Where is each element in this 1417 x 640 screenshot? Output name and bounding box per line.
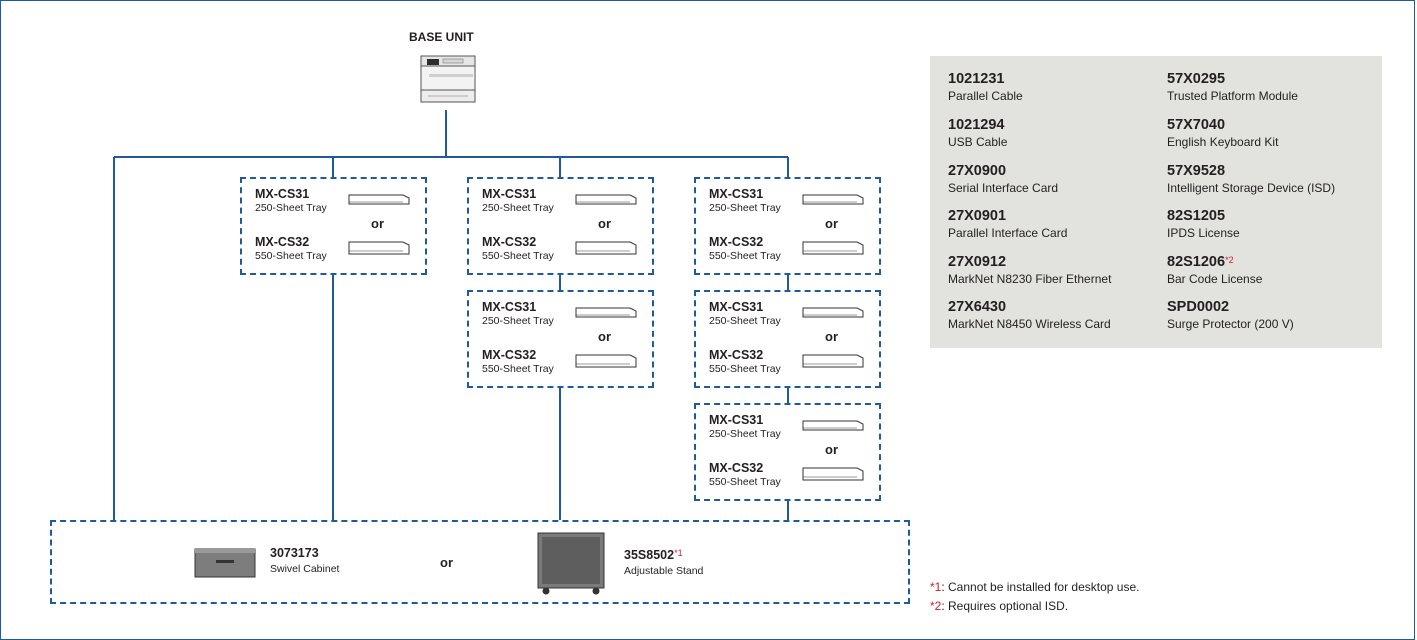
adjustable-stand-icon — [537, 532, 605, 595]
footnote-1: *1: Cannot be installed for desktop use. — [930, 580, 1140, 594]
tray-option-box — [694, 177, 881, 275]
option-code: 82S1206*2 — [1167, 254, 1234, 270]
connector-lines — [113, 110, 789, 520]
option-code: 82S1205 — [1167, 208, 1226, 224]
tray-550-code: MX-CS32 — [709, 235, 764, 249]
stand-desc: Adjustable Stand — [624, 565, 704, 577]
tray-550-icon — [802, 467, 864, 481]
tray-550-desc: 550-Sheet Tray — [482, 363, 554, 375]
tray-option-box — [694, 403, 881, 501]
tray-550-code: MX-CS32 — [255, 235, 310, 249]
tray-550-icon — [802, 354, 864, 368]
cabinet-desc: Swivel Cabinet — [270, 563, 340, 575]
tray-550-code: MX-CS32 — [482, 348, 537, 362]
footnote-2: *2: Requires optional ISD. — [930, 599, 1069, 613]
or-label: or — [825, 329, 838, 344]
option-desc: English Keyboard Kit — [1167, 135, 1279, 149]
option-code: 1021231 — [948, 71, 1005, 87]
option-code: 27X0900 — [948, 163, 1007, 179]
tray-250-code: MX-CS31 — [255, 187, 310, 201]
tray-250-code: MX-CS31 — [482, 300, 537, 314]
tray-250-desc: 250-Sheet Tray — [255, 202, 327, 214]
tray-250-code: MX-CS31 — [709, 413, 764, 427]
tray-550-icon — [575, 241, 637, 255]
base-unit-label: BASE UNIT — [409, 30, 474, 44]
stand-code: 35S8502*1 — [624, 548, 683, 562]
option-code: 57X7040 — [1167, 117, 1226, 133]
option-desc: Serial Interface Card — [948, 181, 1059, 195]
tray-option-box — [467, 177, 654, 275]
tray-250-desc: 250-Sheet Tray — [709, 202, 781, 214]
footnote-mark: *2 — [1225, 255, 1234, 265]
base-option-box — [50, 520, 910, 604]
option-code: SPD0002 — [1167, 299, 1230, 315]
tray-option-box — [240, 177, 427, 275]
tray-550-desc: 550-Sheet Tray — [709, 363, 781, 375]
options-panel — [930, 56, 1382, 348]
option-desc: Parallel Interface Card — [948, 226, 1068, 240]
tray-250-desc: 250-Sheet Tray — [709, 315, 781, 327]
tray-550-icon — [348, 241, 410, 255]
option-desc: Bar Code License — [1167, 272, 1263, 286]
option-desc: Surge Protector (200 V) — [1167, 317, 1294, 331]
option-desc: MarkNet N8230 Fiber Ethernet — [948, 272, 1112, 286]
tray-550-icon — [575, 354, 637, 368]
printer-icon — [420, 55, 476, 103]
tray-550-desc: 550-Sheet Tray — [255, 250, 327, 262]
tray-250-icon — [348, 194, 410, 205]
option-desc: Intelligent Storage Device (ISD) — [1167, 181, 1336, 195]
tray-option-box — [694, 290, 881, 388]
option-code: 57X9528 — [1167, 163, 1226, 179]
swivel-cabinet-icon — [194, 548, 256, 578]
tray-250-icon — [802, 420, 864, 431]
tray-550-desc: 550-Sheet Tray — [709, 250, 781, 262]
or-label: or — [598, 216, 611, 231]
or-label: or — [825, 442, 838, 457]
tray-550-code: MX-CS32 — [482, 235, 537, 249]
or-label: or — [440, 555, 453, 570]
option-desc: Trusted Platform Module — [1167, 89, 1298, 103]
tray-250-desc: 250-Sheet Tray — [709, 428, 781, 440]
option-code: 27X0912 — [948, 254, 1007, 270]
option-code: 27X0901 — [948, 208, 1007, 224]
tray-550-desc: 550-Sheet Tray — [709, 476, 781, 488]
tray-550-code: MX-CS32 — [709, 461, 764, 475]
option-code: 1021294 — [948, 117, 1005, 133]
tray-250-desc: 250-Sheet Tray — [482, 315, 554, 327]
or-label: or — [825, 216, 838, 231]
option-desc: IPDS License — [1167, 226, 1240, 240]
option-desc: MarkNet N8450 Wireless Card — [948, 317, 1111, 331]
option-desc: Parallel Cable — [948, 89, 1023, 103]
or-label: or — [598, 329, 611, 344]
tray-550-icon — [802, 241, 864, 255]
option-desc: USB Cable — [948, 135, 1008, 149]
tray-550-code: MX-CS32 — [709, 348, 764, 362]
tray-250-icon — [802, 194, 864, 205]
tray-550-desc: 550-Sheet Tray — [482, 250, 554, 262]
tray-250-code: MX-CS31 — [482, 187, 537, 201]
option-code: 27X6430 — [948, 299, 1007, 315]
tray-250-icon — [575, 194, 637, 205]
tray-250-icon — [575, 307, 637, 318]
or-label: or — [371, 216, 384, 231]
option-code: 57X0295 — [1167, 71, 1226, 87]
tray-option-box — [467, 290, 654, 388]
tray-250-code: MX-CS31 — [709, 300, 764, 314]
tray-250-desc: 250-Sheet Tray — [482, 202, 554, 214]
tray-250-code: MX-CS31 — [709, 187, 764, 201]
tray-250-icon — [802, 307, 864, 318]
footnote-mark: *1 — [674, 548, 683, 558]
cabinet-code: 3073173 — [270, 546, 319, 560]
